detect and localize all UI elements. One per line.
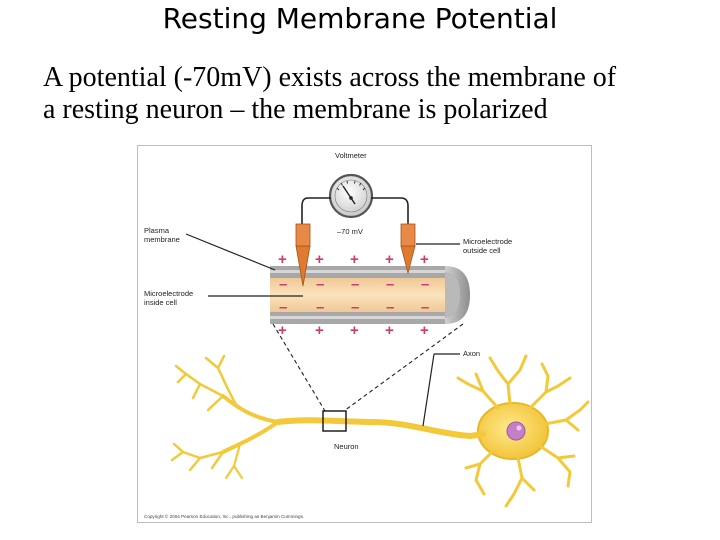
copyright-text: Copyright © 2004 Pearson Education, Inc.… — [144, 513, 304, 519]
svg-text:–: – — [351, 276, 359, 293]
body-line-2: a resting neuron – the membrane is polar… — [43, 94, 548, 125]
left-wire — [301, 197, 331, 224]
svg-text:+: + — [420, 251, 429, 268]
svg-text:+: + — [315, 251, 324, 268]
zoom-line-left — [272, 323, 326, 412]
svg-text:–: – — [279, 299, 287, 316]
outside-charges-top: + + + + + — [278, 251, 429, 268]
svg-text:+: + — [350, 251, 359, 268]
plasma-membrane-label-1: Plasma — [144, 226, 170, 235]
axon-segment — [270, 266, 470, 324]
svg-text:–: – — [316, 276, 324, 293]
svg-text:+: + — [278, 322, 287, 339]
microelectrode-inside-label-1: Microelectrode — [144, 289, 193, 298]
inside-charges-bottom: – – – – – — [279, 299, 429, 316]
svg-text:–: – — [421, 276, 429, 293]
voltmeter-label: Voltmeter — [335, 151, 367, 160]
zoom-box — [322, 410, 347, 432]
plasma-membrane-pointer — [185, 233, 276, 271]
svg-text:+: + — [385, 251, 394, 268]
microelectrode-outside-label-2: outside cell — [463, 246, 501, 255]
nucleus — [506, 421, 526, 441]
neuron-label: Neuron — [334, 442, 359, 451]
svg-text:–: – — [351, 299, 359, 316]
inside-charges-top: – – – – – — [279, 276, 429, 293]
svg-text:+: + — [350, 322, 359, 339]
zoom-line-right — [343, 323, 464, 412]
svg-text:–: – — [316, 299, 324, 316]
slide-body: A potential (-70mV) exists across the me… — [43, 62, 703, 126]
svg-text:–: – — [421, 299, 429, 316]
body-line-1: A potential (-70mV) exists across the me… — [43, 62, 617, 93]
microelectrode-inside-label-2: inside cell — [144, 298, 177, 307]
svg-text:–: – — [386, 276, 394, 293]
svg-text:+: + — [385, 322, 394, 339]
right-wire — [371, 197, 409, 224]
axon-label: Axon — [463, 349, 480, 358]
voltmeter-dial-icon — [328, 173, 374, 219]
svg-text:–: – — [279, 276, 287, 293]
slide-title: Resting Membrane Potential — [162, 2, 558, 35]
svg-text:+: + — [315, 322, 324, 339]
svg-text:+: + — [420, 322, 429, 339]
voltmeter-reading: –70 mV — [337, 227, 363, 236]
outside-charges-bottom: + + + + + — [278, 322, 429, 339]
svg-text:+: + — [278, 251, 287, 268]
figure-svg: Voltmeter –70 mV + + — [144, 151, 590, 519]
svg-text:–: – — [386, 299, 394, 316]
microelectrode-outside-label-1: Microelectrode — [463, 237, 512, 246]
membrane-potential-figure: Voltmeter –70 mV + + — [137, 145, 592, 523]
plasma-membrane-label-2: membrane — [144, 235, 180, 244]
neuron-drawing — [170, 354, 590, 508]
nucleolus — [516, 425, 522, 431]
